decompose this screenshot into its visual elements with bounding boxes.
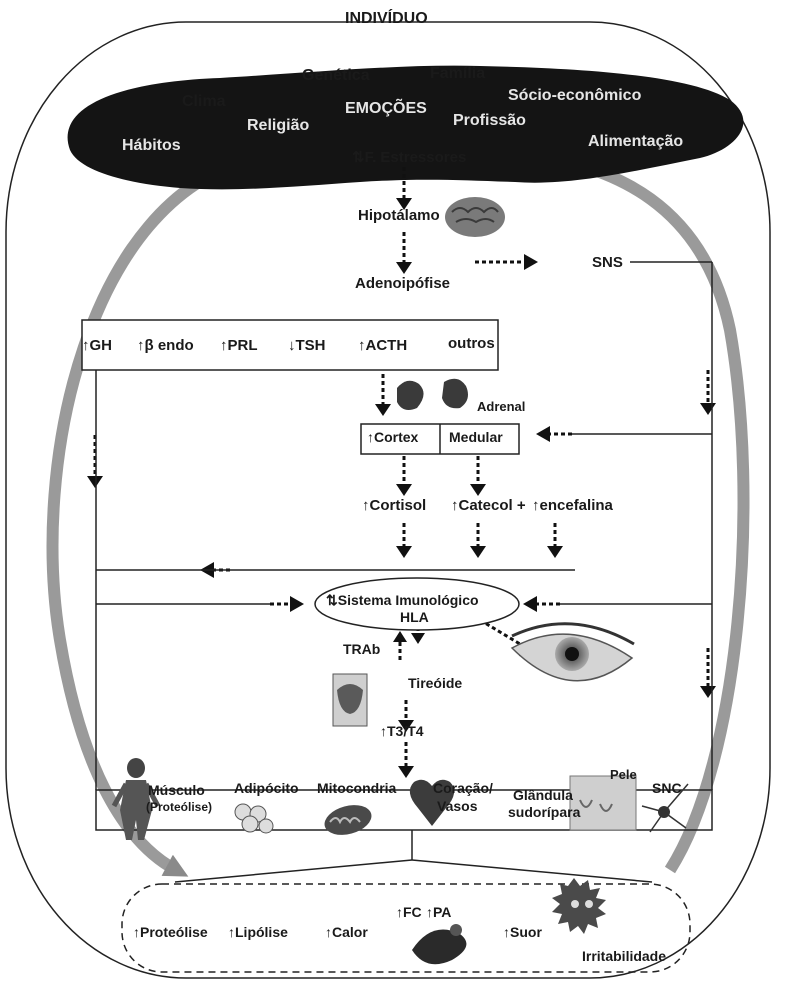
hormone-gh: ↑GH	[82, 338, 112, 353]
factor-emocoes: EMOÇÕES	[345, 101, 427, 117]
hormone-acth: ↑ACTH	[358, 338, 407, 353]
label-medular: Medular	[449, 430, 503, 444]
mitochondria-icon	[321, 800, 375, 839]
hormone-outros: outros	[448, 336, 495, 351]
hormone-prl: ↑PRL	[220, 338, 258, 353]
effect-calor: ↑Calor	[325, 925, 368, 939]
label-cortisol: ↑Cortisol	[362, 498, 426, 513]
up-arrow-icon: ↑	[367, 429, 374, 445]
target-adipocito: Adipócito	[234, 781, 299, 795]
label-sistema-imunologico: ⇅Sistema Imunológico	[326, 593, 479, 607]
target-musculo: Músculo	[148, 783, 205, 797]
target-coracao: Coração/	[433, 781, 493, 795]
down-arrow-icon: ↓	[288, 337, 296, 354]
adrenal-right-icon	[442, 379, 468, 408]
up-arrow-icon: ↑	[220, 337, 228, 354]
up-arrow-icon: ↑	[325, 924, 332, 940]
target-sudoripara: sudorípara	[508, 805, 580, 819]
factor-genetica: Genética	[302, 68, 370, 84]
factor-profissao: Profissão	[453, 113, 526, 129]
factor-socioeconomico: Sócio-econômico	[508, 88, 641, 104]
label-catecol: ↑Catecol +	[451, 498, 526, 513]
effect-fc: ↑FC	[396, 905, 422, 919]
factor-clima: Clima	[182, 94, 226, 110]
label-estressores: ⇅F. Estressores	[352, 150, 466, 165]
target-snc: SNC	[652, 781, 682, 795]
label-sns: SNS	[592, 255, 623, 270]
adrenal-left-icon	[397, 381, 424, 410]
up-down-arrow-icon: ⇅	[352, 149, 365, 166]
target-pele: Pele	[610, 768, 637, 781]
factor-familia: Família	[430, 66, 485, 82]
irritated-face-icon	[552, 878, 606, 934]
up-arrow-icon: ↑	[137, 337, 145, 354]
label-adenoipofise: Adenoipófise	[355, 276, 450, 291]
up-down-arrow-icon: ⇅	[326, 592, 338, 608]
up-arrow-icon: ↑	[426, 904, 433, 920]
thyroid-icon	[333, 674, 367, 726]
factor-habitos: Hábitos	[122, 138, 181, 154]
skin-icon	[570, 776, 636, 830]
target-mitocondria: Mitocondria	[317, 781, 396, 795]
diagram-title: INDIVÍDUO	[345, 11, 428, 27]
hormone-tsh: ↓TSH	[288, 338, 326, 353]
label-adrenal: Adrenal	[477, 400, 525, 413]
effect-irritabilidade: Irritabilidade	[582, 949, 666, 963]
effect-proteolise: ↑Proteólise	[133, 925, 208, 939]
feedback-arrow-left	[53, 160, 250, 870]
label-encefalina: ↑encefalina	[532, 498, 613, 513]
label-cortex: ↑Cortex	[367, 430, 418, 444]
factor-religiao: Religião	[247, 118, 309, 134]
effect-pa: ↑PA	[426, 905, 451, 919]
brain-icon	[445, 197, 505, 237]
factor-alimentacao: Alimentação	[588, 134, 683, 150]
up-arrow-icon: ↑	[362, 497, 370, 514]
effect-suor: ↑Suor	[503, 925, 542, 939]
target-vasos: Vasos	[437, 799, 477, 813]
up-arrow-icon: ↑	[133, 924, 140, 940]
adipocyte-icon	[235, 804, 273, 833]
up-arrow-icon: ↑	[228, 924, 235, 940]
bp-cuff-icon	[412, 924, 466, 964]
target-glandula: Glândula	[513, 788, 573, 802]
up-arrow-icon: ↑	[82, 337, 90, 354]
hormone-beta-endo: ↑β endo	[137, 338, 194, 353]
label-trab: TRAb	[343, 642, 380, 656]
up-arrow-icon: ↑	[503, 924, 510, 940]
label-hipotalamo: Hipotálamo	[358, 208, 440, 223]
label-t3t4: ↑T3/T4	[380, 724, 424, 738]
target-musculo-proteolise: (Proteólise)	[146, 801, 212, 813]
up-arrow-icon: ↑	[396, 904, 403, 920]
up-arrow-icon: ↑	[358, 337, 366, 354]
label-tireoide: Tireóide	[408, 676, 462, 690]
label-hla: HLA	[400, 610, 429, 624]
up-arrow-icon: ↑	[451, 497, 459, 514]
effect-lipolise: ↑Lipólise	[228, 925, 288, 939]
muscle-figure-icon	[114, 758, 158, 840]
eye-icon	[512, 624, 634, 681]
up-arrow-icon: ↑	[380, 723, 387, 739]
up-arrow-icon: ↑	[532, 497, 540, 514]
